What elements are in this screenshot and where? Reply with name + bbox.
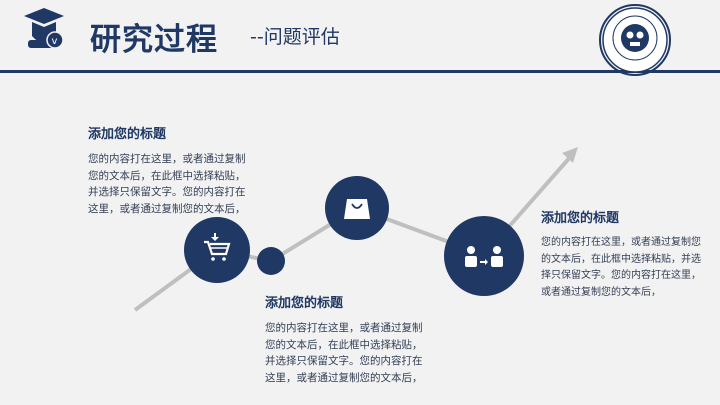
block-title: 添加您的标题 xyxy=(265,296,344,311)
text-block-2: 添加您的标题 您的内容打在这里，或者通过复制 您的文本后，在此框中选择粘贴， 并… xyxy=(265,292,423,386)
body-line: 您的文本后，在此框中选择粘贴， xyxy=(265,338,423,351)
shopping-bag-icon xyxy=(325,176,389,240)
body-line: 择只保留文字。您的内容打在这里， xyxy=(541,270,701,281)
block-body: 您的内容打在这里，或者通过复制 您的文本后，在此框中选择粘贴， 并选择只保留文字… xyxy=(88,151,246,217)
page-subtitle: --问题评估 xyxy=(250,26,340,48)
arrow-up-right-icon xyxy=(562,147,578,163)
svg-text:v: v xyxy=(52,36,58,47)
body-line: 这里，或者通过复制您的文本后， xyxy=(265,371,423,384)
body-line: 的文本后，在此框中选择粘贴，并选 xyxy=(541,253,701,265)
page-title: 研究过程 xyxy=(90,22,218,58)
body-line: 并选择只保留文字。您的内容打在 xyxy=(88,186,246,198)
body-line: 这里，或者通过复制您的文本后， xyxy=(88,202,246,215)
body-line: 或者通过复制您的文本后， xyxy=(541,286,661,298)
small-dot xyxy=(257,247,285,275)
block-body: 您的内容打在这里，或者通过复制您 的文本后，在此框中选择粘贴，并选 择只保留文字… xyxy=(541,235,701,301)
body-line: 您的内容打在这里，或者通过复制 xyxy=(265,322,423,334)
body-line: 并选择只保留文字。您的内容打在 xyxy=(265,355,423,367)
body-line: 您的内容打在这里，或者通过复制您 xyxy=(541,237,701,248)
body-line: 您的内容打在这里，或者通过复制 xyxy=(88,153,246,165)
block-title: 添加您的标题 xyxy=(88,127,167,142)
text-block-1: 添加您的标题 您的内容打在这里，或者通过复制 您的文本后，在此框中选择粘贴， 并… xyxy=(88,123,246,217)
block-title: 添加您的标题 xyxy=(541,211,620,226)
user-transfer-icon xyxy=(444,216,524,296)
block-body: 您的内容打在这里，或者通过复制 您的文本后，在此框中选择粘贴， 并选择只保留文字… xyxy=(265,320,423,386)
text-block-3: 添加您的标题 您的内容打在这里，或者通过复制您 的文本后，在此框中选择粘贴，并选… xyxy=(541,207,701,301)
graduate-cap-icon: v xyxy=(24,8,64,49)
header-divider xyxy=(0,70,720,73)
shopping-cart-icon xyxy=(184,217,250,283)
body-line: 您的文本后，在此框中选择粘贴， xyxy=(88,169,246,182)
